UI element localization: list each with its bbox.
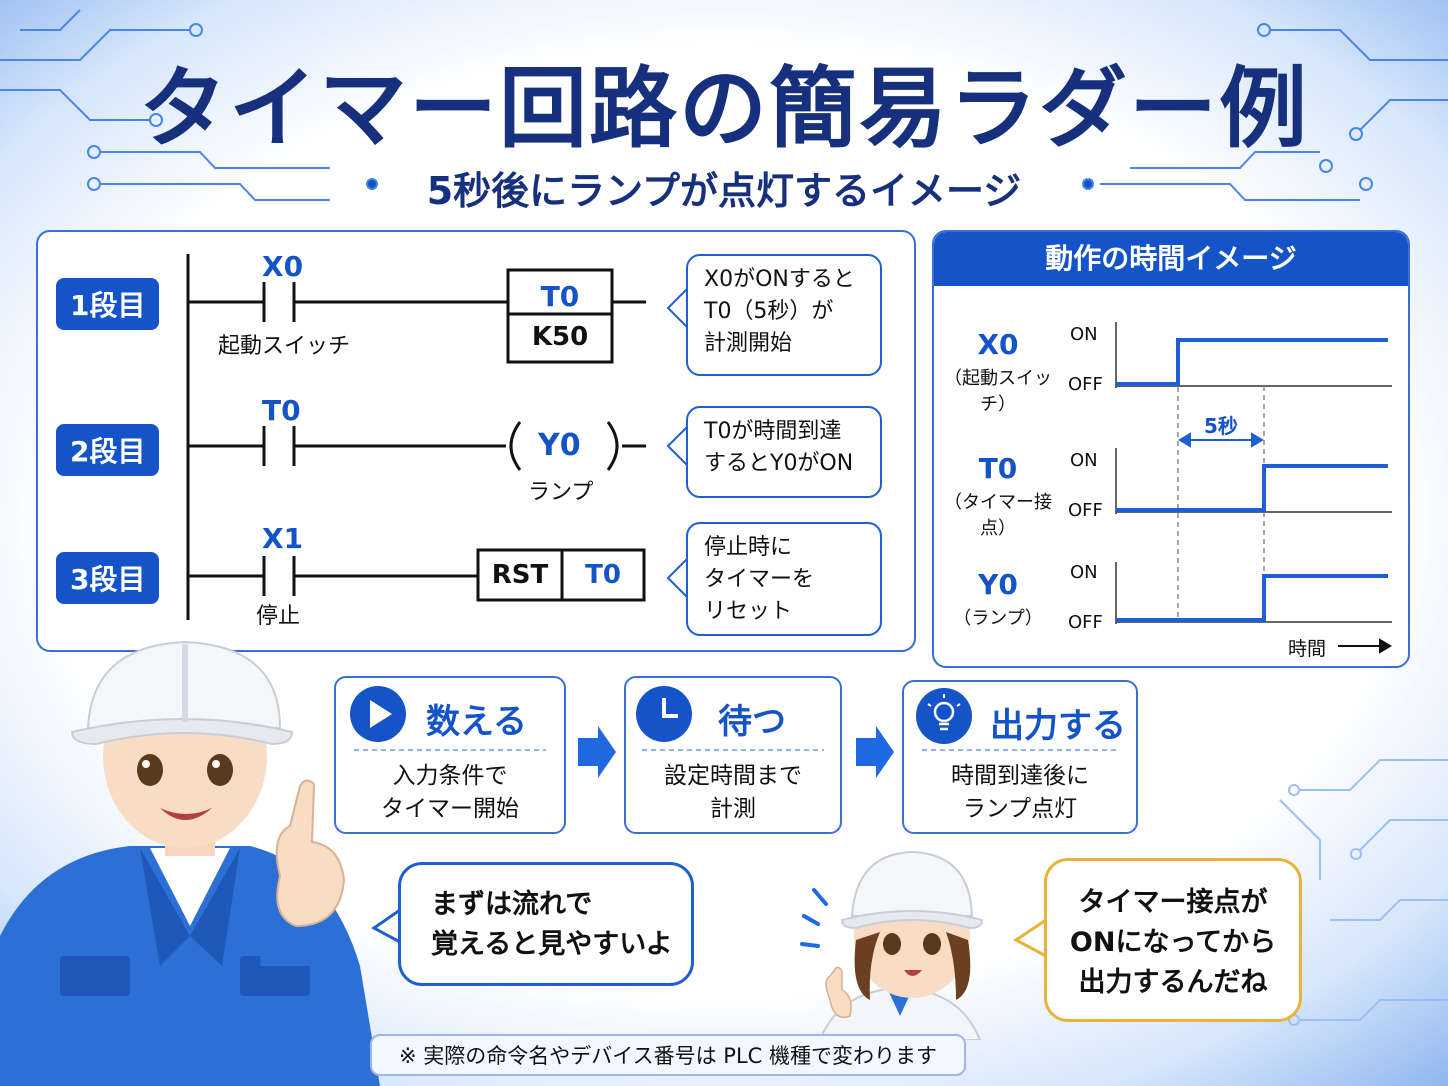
timing-t0-caption: （タイマー接点） bbox=[944, 492, 1052, 539]
step-wait-desc: 設定時間まで 計測 bbox=[664, 763, 802, 822]
timing-x0-name: X0 bbox=[977, 328, 1019, 361]
ladder-diagram bbox=[186, 254, 646, 620]
timing-x0-off: OFF bbox=[1068, 374, 1103, 395]
coil-y0-caption: ランプ bbox=[528, 480, 594, 505]
page-subtitle: 5秒後にランプが点灯するイメージ bbox=[426, 169, 1022, 213]
timing-x0-caption: （起動スイッチ） bbox=[944, 368, 1052, 415]
worker-woman-illustration bbox=[800, 850, 984, 1040]
lightbulb-icon bbox=[916, 688, 972, 744]
contact-t0-label: T0 bbox=[262, 394, 301, 427]
timer-setting: K50 bbox=[531, 322, 589, 352]
timer-name: T0 bbox=[540, 280, 580, 313]
timing-y0-off: OFF bbox=[1068, 612, 1103, 633]
rst-target: T0 bbox=[585, 560, 621, 590]
play-icon bbox=[350, 686, 406, 742]
step-count bbox=[334, 676, 566, 834]
timer-block bbox=[506, 268, 614, 364]
y0-waveform bbox=[1116, 574, 1388, 622]
timing-y0-on: ON bbox=[1070, 562, 1098, 583]
timing-t0-on: ON bbox=[1070, 450, 1098, 471]
coil-y0-label: Y0 bbox=[538, 428, 581, 463]
man-speech-bubble: まずは流れで 覚えると見やすいよ bbox=[398, 862, 694, 986]
rung-2-bubble: T0が時間到達 するとY0がON bbox=[686, 406, 882, 498]
timing-t0-name: T0 bbox=[978, 452, 1018, 485]
step-output-desc: 時間到達後に ランプ点灯 bbox=[951, 763, 1089, 822]
timing-heading: 動作の時間イメージ bbox=[934, 232, 1408, 286]
speech-tails bbox=[371, 908, 1047, 958]
page-title: タイマー回路の簡易ラダー例 bbox=[138, 57, 1309, 160]
arrow-icon-2 bbox=[856, 726, 894, 778]
timing-t0-off: OFF bbox=[1068, 500, 1103, 521]
step-count-title: 数える bbox=[426, 702, 527, 742]
step-count-desc: 入力条件で タイマー開始 bbox=[381, 763, 519, 822]
contact-x0-label: X0 bbox=[262, 250, 304, 283]
timing-y0-name: Y0 bbox=[978, 568, 1018, 601]
contact-x0-caption: 起動スイッチ bbox=[218, 334, 351, 359]
timing-time-label: 時間 bbox=[1288, 638, 1327, 660]
arrow-icon-1 bbox=[578, 726, 616, 778]
step-output-title: 出力する bbox=[990, 706, 1126, 746]
contact-x1-label: X1 bbox=[262, 522, 304, 555]
timing-x0-on: ON bbox=[1070, 324, 1098, 345]
coil-left bbox=[509, 421, 522, 471]
worker-man-illustration bbox=[0, 640, 380, 1086]
footnote: ※ 実際の命令名やデバイス番号は PLC 機種で変わります bbox=[370, 1034, 966, 1076]
rung-1-label: 1段目 bbox=[56, 278, 160, 330]
timing-panel: 動作の時間イメージ bbox=[932, 230, 1410, 668]
timing-delay-label: 5秒 bbox=[1204, 414, 1238, 438]
rung-2-label: 2段目 bbox=[56, 424, 160, 476]
rst-instruction: RST bbox=[491, 560, 549, 590]
rung-3-bubble: 停止時に タイマーを リセット bbox=[686, 522, 882, 636]
x0-waveform bbox=[1116, 338, 1388, 386]
woman-speech-bubble: タイマー接点が ONになってから 出力するんだね bbox=[1044, 858, 1302, 1022]
clock-icon bbox=[636, 686, 692, 742]
timing-diagram bbox=[1115, 322, 1392, 654]
timing-y0-caption: （ランプ） bbox=[953, 608, 1043, 629]
t0-waveform bbox=[1116, 464, 1388, 512]
contact-x1-caption: 停止 bbox=[256, 604, 301, 629]
rung-3-label: 3段目 bbox=[56, 552, 160, 604]
steps-graphics bbox=[350, 686, 1118, 778]
step-wait-title: 待つ bbox=[718, 702, 786, 742]
bubble-pointers bbox=[666, 287, 689, 599]
rung-1-bubble: X0がONすると T0（5秒）が 計測開始 bbox=[686, 254, 882, 376]
coil-right bbox=[606, 421, 619, 471]
